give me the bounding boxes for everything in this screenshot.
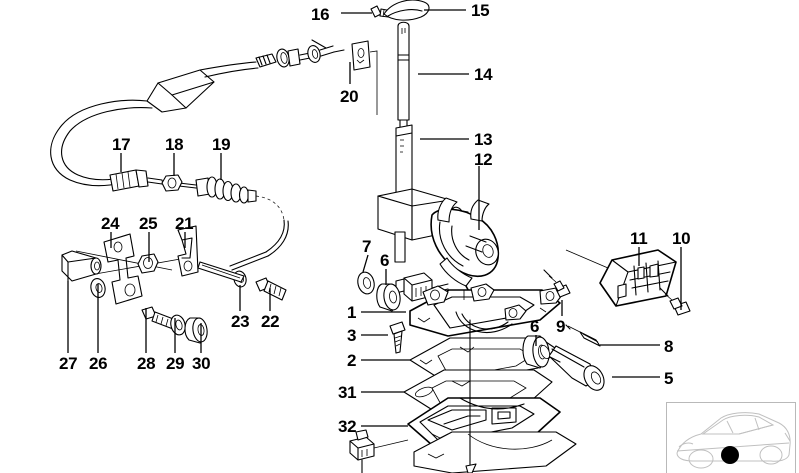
callout-number-24[interactable]: 24 bbox=[101, 214, 120, 233]
callout-number-14[interactable]: 14 bbox=[474, 65, 493, 84]
callout-number-29[interactable]: 29 bbox=[166, 354, 185, 373]
part-9-screw bbox=[543, 269, 571, 298]
callout-number-23[interactable]: 23 bbox=[231, 312, 250, 331]
callout-number-20[interactable]: 20 bbox=[340, 87, 359, 106]
part-6-bushing-left bbox=[376, 283, 401, 312]
callout-number-27[interactable]: 27 bbox=[59, 354, 78, 373]
callout-number-8[interactable]: 8 bbox=[664, 337, 674, 356]
callout-number-10[interactable]: 10 bbox=[672, 229, 691, 248]
callout-leader-lines bbox=[67, 9, 682, 427]
part-10-screw bbox=[659, 287, 691, 316]
callout-number-22[interactable]: 22 bbox=[261, 312, 280, 331]
part-11-gate-plate bbox=[565, 249, 677, 307]
part-1-carrier-plate bbox=[409, 283, 563, 337]
bracket-group bbox=[61, 225, 287, 344]
part-clip-bottom bbox=[349, 429, 409, 473]
callout-number-25[interactable]: 25 bbox=[139, 214, 158, 233]
vehicle-location-thumbnail bbox=[666, 402, 796, 473]
callout-number-9[interactable]: 9 bbox=[556, 317, 566, 336]
callout-number-30[interactable]: 30 bbox=[192, 354, 211, 373]
callout-number-6b[interactable]: 6 bbox=[530, 317, 540, 336]
callout-number-19[interactable]: 19 bbox=[212, 135, 231, 154]
callout-number-17[interactable]: 17 bbox=[112, 135, 131, 154]
part-7-washer bbox=[357, 271, 375, 295]
callout-number-11[interactable]: 11 bbox=[630, 229, 648, 248]
part-3-screw bbox=[389, 321, 406, 354]
callout-number-5[interactable]: 5 bbox=[664, 369, 674, 388]
callout-number-16[interactable]: 16 bbox=[311, 5, 330, 24]
callout-number-12[interactable]: 12 bbox=[474, 150, 493, 169]
cable-end-parts-group bbox=[109, 169, 289, 271]
cable-assembly-group bbox=[50, 39, 345, 187]
callout-number-18[interactable]: 18 bbox=[165, 135, 184, 154]
callout-number-31[interactable]: 31 bbox=[338, 383, 357, 402]
callout-number-21[interactable]: 21 bbox=[175, 214, 194, 233]
callout-number-26[interactable]: 26 bbox=[89, 354, 108, 373]
part-20-bracket bbox=[351, 40, 378, 115]
callout-number-7[interactable]: 7 bbox=[362, 237, 372, 256]
part-14-shift-rod-upper bbox=[397, 21, 410, 133]
callout-number-13[interactable]: 13 bbox=[474, 130, 493, 149]
callout-number-3[interactable]: 3 bbox=[347, 326, 357, 345]
callout-number-32[interactable]: 32 bbox=[338, 417, 357, 436]
part-15-lever-top bbox=[383, 0, 430, 21]
callout-number-15[interactable]: 15 bbox=[471, 1, 490, 20]
callout-number-1[interactable]: 1 bbox=[347, 303, 357, 322]
callout-number-28[interactable]: 28 bbox=[137, 354, 156, 373]
callout-number-6a[interactable]: 6 bbox=[380, 251, 390, 270]
part-32-housing-block bbox=[407, 397, 577, 473]
callout-number-2[interactable]: 2 bbox=[347, 351, 357, 370]
leader-line-7 bbox=[362, 254, 369, 273]
part-8-roll-pin bbox=[565, 324, 601, 347]
part-5-shaft-pin bbox=[539, 345, 605, 391]
